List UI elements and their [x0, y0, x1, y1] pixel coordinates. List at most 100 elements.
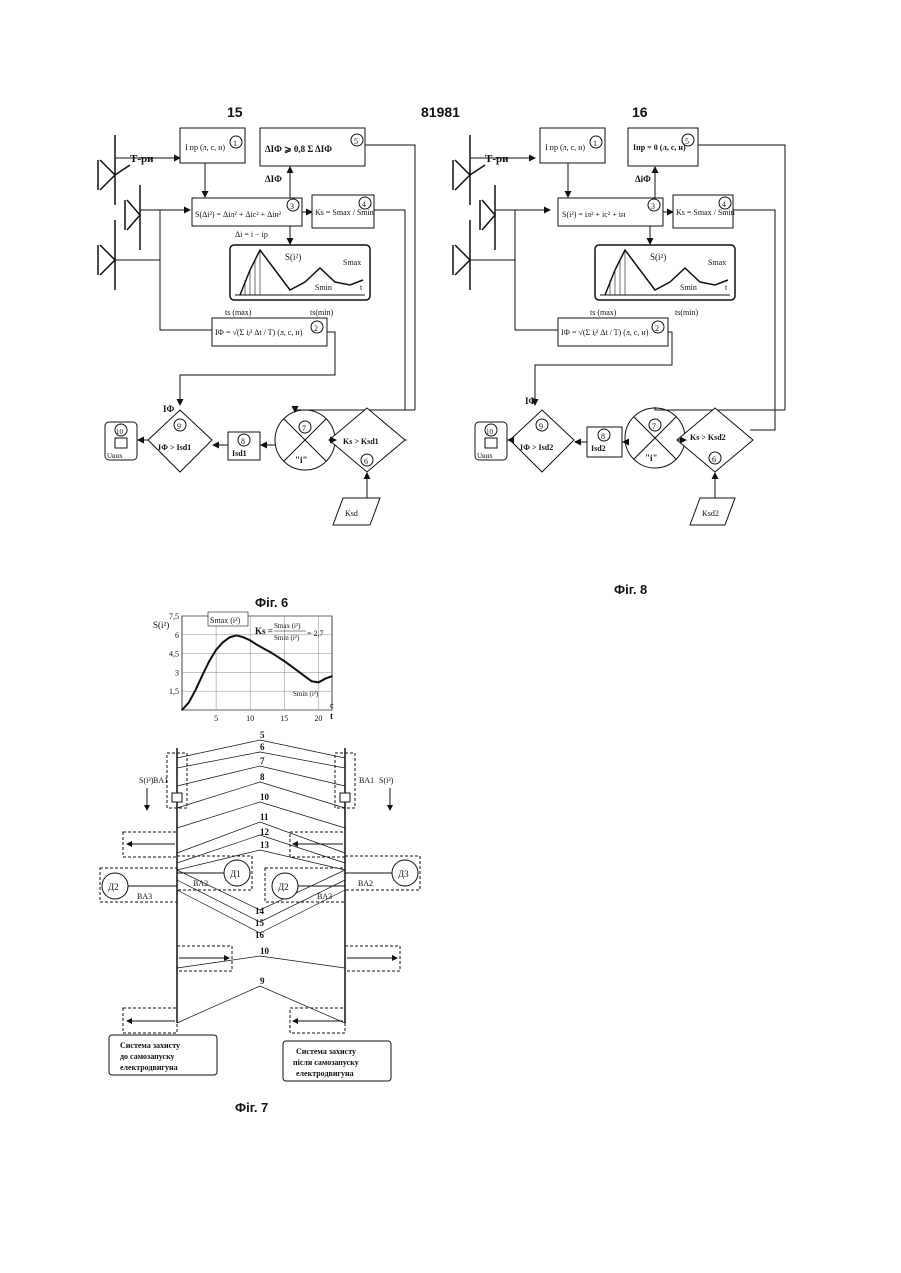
fig6-block-8-label: Isd1 [232, 449, 247, 458]
chart-point [188, 702, 190, 704]
chart-point [277, 656, 279, 658]
fig7-right-ba3: BA3 [317, 892, 332, 901]
chart-y-tick: 4,5 [169, 650, 179, 659]
svg-text:6: 6 [364, 457, 368, 466]
chart-point [222, 642, 224, 644]
fig7-left-d2: Д2 [108, 882, 119, 892]
chart-formula-den: Smin (i²) [274, 634, 300, 642]
chart-y-tick: 3 [175, 668, 179, 677]
fig6-block-1-label: I пр (л, с, н) [185, 143, 225, 152]
chart-formula-val: = 2,7 [307, 629, 324, 638]
fig6-plot-s: S(i²) [285, 252, 301, 262]
fig7-line-number: 10 [260, 792, 270, 802]
fig7-line-number: 14 [255, 906, 265, 916]
fig6-tr-label: Т-ри [130, 153, 154, 165]
fig6-iph-label: IФ [163, 404, 175, 414]
fig7-left-ba2: BA2 [193, 879, 208, 888]
fig8-caption: Фіг. 8 [614, 582, 647, 597]
chart-point [297, 670, 299, 672]
chart-point [331, 675, 333, 677]
svg-text:3: 3 [651, 202, 655, 211]
fig7-left-s: S(i²) [139, 776, 154, 785]
chart-formula-lhs: Ks = [255, 626, 273, 636]
chart-max-label: Smax (i²) [210, 616, 241, 625]
fig6-plot-smin: Smin [315, 283, 332, 292]
chart-point [304, 675, 306, 677]
chart-point [195, 689, 197, 691]
fig8-plot-tsmax: ts (max) [590, 308, 617, 317]
svg-text:1: 1 [233, 139, 237, 148]
fig7-left-d1: Д1 [230, 869, 241, 879]
chart-point [270, 652, 272, 654]
svg-text:1: 1 [593, 139, 597, 148]
svg-text:9: 9 [177, 422, 181, 431]
chart-x-tick: 5 [214, 714, 218, 723]
chart-min-label: Smin (i²) [293, 690, 319, 698]
fig7-left-caption-3: електродвигуна [120, 1063, 178, 1072]
chart-point [249, 640, 251, 642]
svg-text:7: 7 [302, 424, 306, 433]
fig7-line-number: 11 [260, 812, 269, 822]
patent-number: 81981 [421, 104, 460, 120]
fig7-left-caption-2: до самозапуску [120, 1052, 175, 1061]
chart-point [215, 649, 217, 651]
chart-xlabel: t [330, 711, 333, 721]
fig7-right-caption-3: електродвигуна [296, 1069, 354, 1078]
fig7-line-number: 6 [260, 742, 265, 752]
chart-y-tick: 6 [175, 631, 179, 640]
fig7-line-number: 9 [260, 976, 265, 986]
fig6-block-10-label: Uвих [107, 452, 123, 460]
fig7-right-d2: Д2 [278, 882, 289, 892]
chart-point [243, 637, 245, 639]
fig8-block-8-label: Isd2 [591, 444, 606, 453]
fig7-diagram: 567810111213141516109 S(i²) BA1 BA1 S(i²… [95, 728, 435, 1118]
svg-text:8: 8 [601, 432, 605, 441]
fig7-right-d3: Д3 [398, 869, 409, 879]
chart-point [283, 660, 285, 662]
fig6-di-eq: Δi = i − iр [235, 230, 268, 239]
fig7-line-number: 5 [260, 730, 265, 740]
fig8-iph-label: IФ [525, 396, 537, 406]
fig6-plot-smax: Smax [343, 258, 361, 267]
fig8-block-7-label: "i" [645, 453, 658, 463]
chart-point [202, 674, 204, 676]
svg-text:9: 9 [539, 422, 543, 431]
chart-point [236, 635, 238, 637]
fig6-block-6-label: Ks > Ksd1 [343, 437, 379, 446]
chart-x-tick: 15 [280, 714, 288, 723]
fig7-right-caption-2: після самозапуску [293, 1058, 359, 1067]
fig8-plot-s: S(i²) [650, 252, 666, 262]
fig6-block-7-label: "i" [295, 455, 308, 465]
svg-text:5: 5 [685, 137, 689, 146]
svg-text:10: 10 [116, 428, 124, 436]
fig7-line-number: 8 [260, 772, 265, 782]
svg-text:4: 4 [722, 200, 726, 209]
chart-point [208, 660, 210, 662]
svg-text:7: 7 [652, 422, 656, 431]
fig6-plot-tsmax: ts (max) [225, 308, 252, 317]
svg-text:10: 10 [486, 428, 494, 436]
fig8-block-2-label: IФ = √(Σ iⱼ² Δt / T) (л, с, н) [561, 328, 649, 337]
chart-series-line [182, 635, 332, 710]
fig6-block-2-label: IФ = √(Σ iⱼ² Δt / T) (л, с, н) [215, 328, 303, 337]
fig6-ksd-label: Ksd [345, 509, 358, 518]
chart-point [290, 665, 292, 667]
fig6-block-3-label: S(Δi²) = Δiл² + Δiс² + Δiн² [195, 210, 282, 219]
chart-point [324, 678, 326, 680]
svg-text:6: 6 [712, 455, 716, 464]
chart-formula-num: Smax (i²) [274, 622, 301, 630]
chart-xunit: с [330, 701, 334, 710]
fig6-block-9-label: IФ > Isd1 [158, 443, 191, 452]
fig6-plot-tsmin: ts(min) [310, 308, 333, 317]
svg-text:2: 2 [314, 324, 318, 333]
fig8-di-label: ΔiФ [635, 174, 651, 184]
svg-text:2: 2 [655, 324, 659, 333]
fig7-line-number: 10 [260, 946, 270, 956]
fig7-left-caption-1: Система захисту [120, 1041, 180, 1050]
fig8-plot-tsmin: ts(min) [675, 308, 698, 317]
fig8-block-1-label: I пр (л, с, н) [545, 143, 585, 152]
chart-point [256, 644, 258, 646]
fig7-right-ba1: BA1 [359, 776, 374, 785]
chart-point [263, 648, 265, 650]
fig7-line-number: 13 [260, 840, 270, 850]
